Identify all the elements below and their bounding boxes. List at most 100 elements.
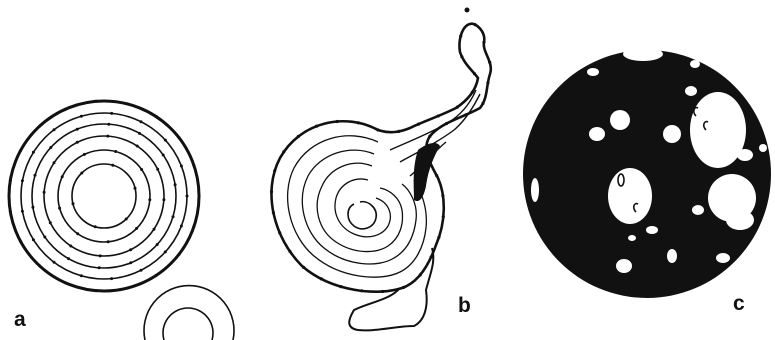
swirl-bead <box>381 290 384 293</box>
swirl-bead <box>376 128 379 131</box>
ring-bead <box>198 195 201 198</box>
ring-bead <box>140 269 143 272</box>
swirl-bead <box>417 123 420 126</box>
ring-bead <box>164 250 167 253</box>
ring-bead <box>155 115 158 118</box>
swirl-bead <box>435 174 438 177</box>
ring-bead <box>76 128 79 131</box>
ring-bead <box>34 174 37 177</box>
ring-bead <box>192 225 195 228</box>
hole <box>716 253 730 263</box>
ring-2 <box>21 113 187 279</box>
hole <box>737 149 753 161</box>
swirl-bead <box>302 266 305 269</box>
swirl-core <box>348 202 376 229</box>
ring-bead <box>140 120 143 123</box>
hole <box>628 235 636 241</box>
ring-bead <box>32 151 35 154</box>
ring-bead <box>95 289 98 292</box>
ring-bead <box>69 245 72 248</box>
panel-c-drawing <box>520 0 775 340</box>
ring-bead <box>153 228 156 231</box>
hole <box>692 205 704 215</box>
tail-dot <box>465 8 470 13</box>
ring-bead <box>21 179 24 182</box>
panel-c: c <box>520 0 775 340</box>
ring-bead <box>178 136 181 139</box>
swirl-bead <box>297 135 300 138</box>
panel-b-drawing <box>250 0 520 340</box>
swirl-bead <box>445 122 448 125</box>
hole <box>584 296 596 304</box>
swirl-bead <box>486 81 489 84</box>
ring-bead <box>9 210 12 213</box>
ring-bead <box>38 125 41 128</box>
ring-bead <box>31 206 34 209</box>
ring-bead <box>32 238 35 241</box>
swirl-bead <box>488 61 491 64</box>
panel-label-c: c <box>733 293 745 314</box>
swirl-bead <box>315 125 318 128</box>
lower-flap <box>349 248 433 330</box>
ring-bead <box>156 243 159 246</box>
ring-bead <box>162 154 165 157</box>
ring-outer <box>9 101 199 291</box>
ring-bead <box>80 274 83 277</box>
ring-bead <box>43 191 46 194</box>
ring-bead <box>180 165 183 168</box>
swirl-bead <box>419 273 422 276</box>
ring-bead <box>53 161 56 164</box>
small-ring <box>144 286 234 340</box>
ring-bead <box>114 150 117 153</box>
ring-bead <box>72 202 75 205</box>
hole <box>616 259 632 273</box>
swirl-bead <box>481 102 484 105</box>
swirl-bead <box>270 190 273 193</box>
swirl-bead <box>426 155 429 158</box>
ring-bead <box>58 207 61 210</box>
panel-label-b: b <box>458 295 471 316</box>
ring-bead <box>106 135 109 138</box>
swirl-dots <box>270 23 491 293</box>
ring-bead <box>110 277 113 280</box>
ring-bead <box>174 183 177 186</box>
swirl-bead <box>320 277 323 280</box>
swirl-bead <box>282 150 285 153</box>
ring-bead <box>61 175 64 178</box>
ring-bead <box>125 218 128 221</box>
ring-bead <box>126 102 129 105</box>
ring-bead <box>192 164 195 167</box>
ring-bead <box>134 187 137 190</box>
swirl-bead <box>273 169 276 172</box>
ring-bead <box>111 164 114 167</box>
ring-bead <box>53 128 56 131</box>
ring-bead <box>49 221 52 224</box>
swirl-bead <box>397 130 400 133</box>
hole <box>685 86 697 96</box>
swirl-bead <box>473 23 476 26</box>
hole <box>646 226 658 234</box>
ring-bead <box>140 168 143 171</box>
ring-bead <box>178 253 181 256</box>
hole <box>531 178 539 202</box>
ring-bead <box>67 257 70 260</box>
ring-bead <box>135 227 138 230</box>
hole <box>759 144 767 152</box>
swirl-bead <box>357 121 360 124</box>
swirl-bead <box>437 236 440 239</box>
swirl-bead <box>482 41 485 44</box>
ring-bead <box>76 232 79 235</box>
ring-bead <box>95 100 98 103</box>
ring-bead <box>129 261 132 264</box>
ring-bead <box>76 141 79 144</box>
panel-b: b <box>250 0 520 340</box>
ring-bead <box>64 108 67 111</box>
swirl-bead <box>339 285 342 288</box>
swirl-bead <box>430 255 433 258</box>
swirl-bead <box>278 231 281 234</box>
ring-bead <box>49 146 52 149</box>
swirl-bead <box>464 113 467 116</box>
ring-bead <box>164 139 167 142</box>
ring-bead <box>53 261 56 264</box>
